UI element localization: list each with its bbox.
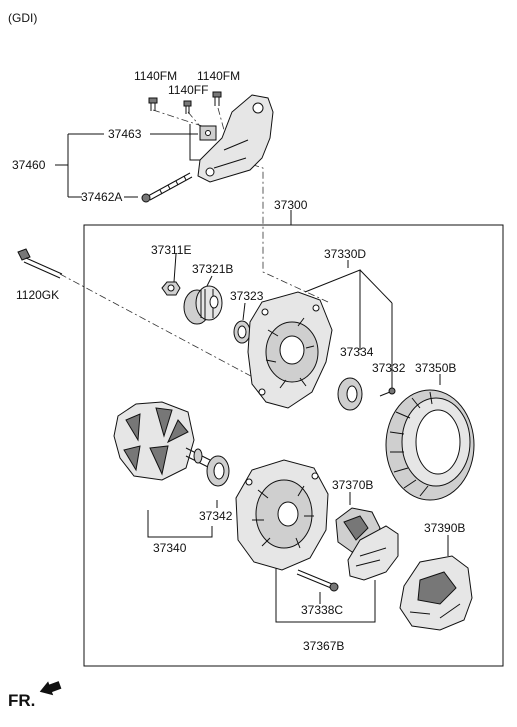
- bolt-37338c: [296, 569, 339, 592]
- pulley-37321b: [183, 285, 223, 325]
- front-direction-label: FR.: [8, 691, 35, 710]
- bearing-37334: [337, 377, 363, 411]
- rotor-37340: [113, 401, 215, 481]
- part-labels: 1140FM 1140FM 1140FF 37463 37460 37462A …: [12, 69, 465, 653]
- bearing-37342: [206, 455, 230, 487]
- label-37342: 37342: [199, 509, 233, 523]
- screw-37332: [379, 387, 396, 397]
- label-37367b: 37367B: [303, 639, 344, 653]
- stator-37350b: [385, 389, 475, 501]
- bolt-1120gk: [17, 248, 63, 279]
- label-37311e: 37311E: [151, 243, 191, 257]
- label-37340: 37340: [153, 541, 187, 555]
- label-1120gk: 1120GK: [16, 288, 59, 302]
- regulator-37370b: [335, 507, 399, 581]
- label-1140ff: 1140FF: [168, 83, 208, 97]
- bolt-1140fm-left: [148, 97, 158, 111]
- front-housing-37330d: [247, 291, 333, 409]
- variant-label: (GDI): [8, 11, 37, 25]
- bolt-1140ff: [183, 100, 192, 114]
- assembly-frame: [83, 224, 504, 667]
- label-37350b: 37350B: [415, 361, 456, 375]
- label-37462a: 37462A: [81, 190, 122, 204]
- long-bolt-37462a: [141, 172, 193, 203]
- rear-housing: [235, 459, 329, 571]
- label-1140fm-left: 1140FM: [134, 69, 177, 83]
- label-37463: 37463: [108, 127, 142, 141]
- label-37390b: 37390B: [424, 521, 465, 535]
- spacer-37323: [233, 320, 251, 344]
- bolt-1140fm-right: [212, 91, 222, 106]
- label-37300: 37300: [274, 198, 308, 212]
- label-37334: 37334: [340, 345, 374, 359]
- label-1140fm-right: 1140FM: [197, 69, 240, 83]
- nut-37311e: [161, 281, 181, 296]
- arrow-icon: [39, 681, 62, 696]
- mounting-bracket: [197, 94, 274, 183]
- label-37338c: 37338C: [301, 603, 343, 617]
- label-37332: 37332: [372, 361, 406, 375]
- label-37370b: 37370B: [332, 478, 373, 492]
- rear-cover-37390b: [399, 555, 473, 631]
- label-37460: 37460: [12, 158, 46, 172]
- label-37321b: 37321B: [192, 262, 233, 276]
- label-37330d: 37330D: [324, 247, 366, 261]
- label-37323: 37323: [230, 289, 264, 303]
- leader-lines: [55, 124, 449, 623]
